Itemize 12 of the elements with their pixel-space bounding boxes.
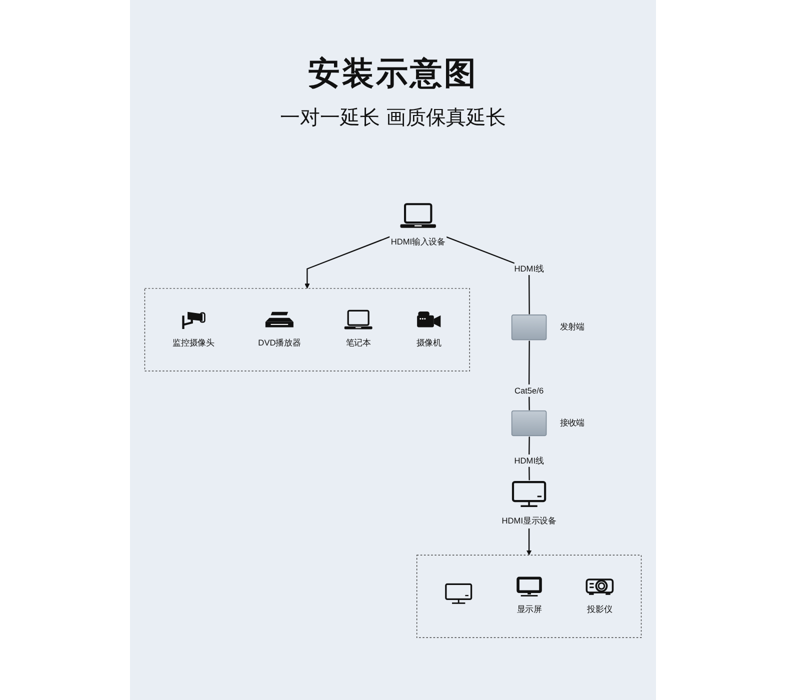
edge-label: HDMI线	[514, 456, 544, 466]
edge-label: HDMI线	[514, 264, 544, 274]
arrow	[304, 236, 390, 289]
cluster	[144, 288, 470, 372]
edge-label: Cat5e/6	[514, 386, 544, 396]
device-caption: 接收端	[560, 417, 584, 428]
arrow	[526, 528, 532, 556]
device-caption: 发射端	[560, 322, 584, 332]
node-text: HDMI显示设备	[502, 516, 556, 526]
cluster	[416, 554, 642, 638]
subtitle: 一对一延长 画质保真延长	[280, 106, 506, 131]
title: 安装示意图	[308, 54, 478, 93]
